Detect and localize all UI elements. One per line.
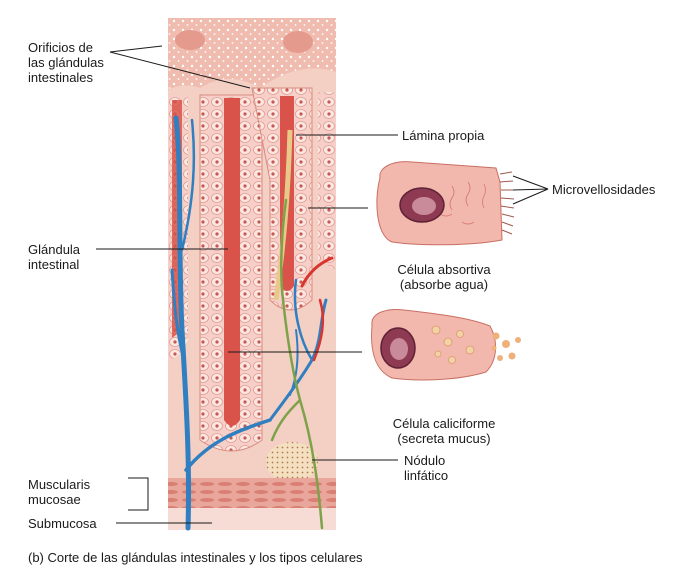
lacteal (273, 129, 293, 301)
tissue-section (168, 18, 336, 531)
label-microvellosidades: Microvellosidades (552, 182, 656, 197)
goblet-cell-illustration (371, 309, 521, 381)
blood-vessels-red (300, 256, 334, 362)
label-submucosa: Submucosa (28, 516, 97, 531)
gland-orifice (175, 30, 205, 50)
leader-lines (96, 45, 549, 524)
submucosa-band (168, 508, 336, 530)
figure-caption: (b) Corte de las glándulas intestinales … (28, 550, 363, 565)
intestinal-gland-lumen (224, 98, 240, 426)
label-orificios: Orificios de las glándulas intestinales (28, 40, 104, 85)
label-glandula-intestinal: Glándula intestinal (28, 242, 81, 272)
nerve-fiber (270, 198, 324, 530)
gland-partial-right (318, 92, 336, 270)
absorptive-cell-illustration (376, 161, 515, 246)
muscularis-mucosae-band (168, 478, 336, 508)
label-lamina-propia: Lámina propia (402, 128, 485, 143)
label-nodulo-linfatico: Nódulo linfático (404, 453, 449, 483)
mucus-granules (431, 325, 475, 364)
microvilli (499, 171, 515, 235)
label-celula-caliciforme: Célula caliciforme (secreta mucus) (392, 416, 496, 446)
gland-orifice (283, 31, 313, 53)
label-celula-absortiva: Célula absortiva (absorbe agua) (397, 262, 491, 292)
label-muscularis-mucosae: Muscularis mucosae (28, 477, 91, 507)
lymphatic-nodule (266, 442, 318, 482)
mucus-secretion (491, 332, 521, 361)
